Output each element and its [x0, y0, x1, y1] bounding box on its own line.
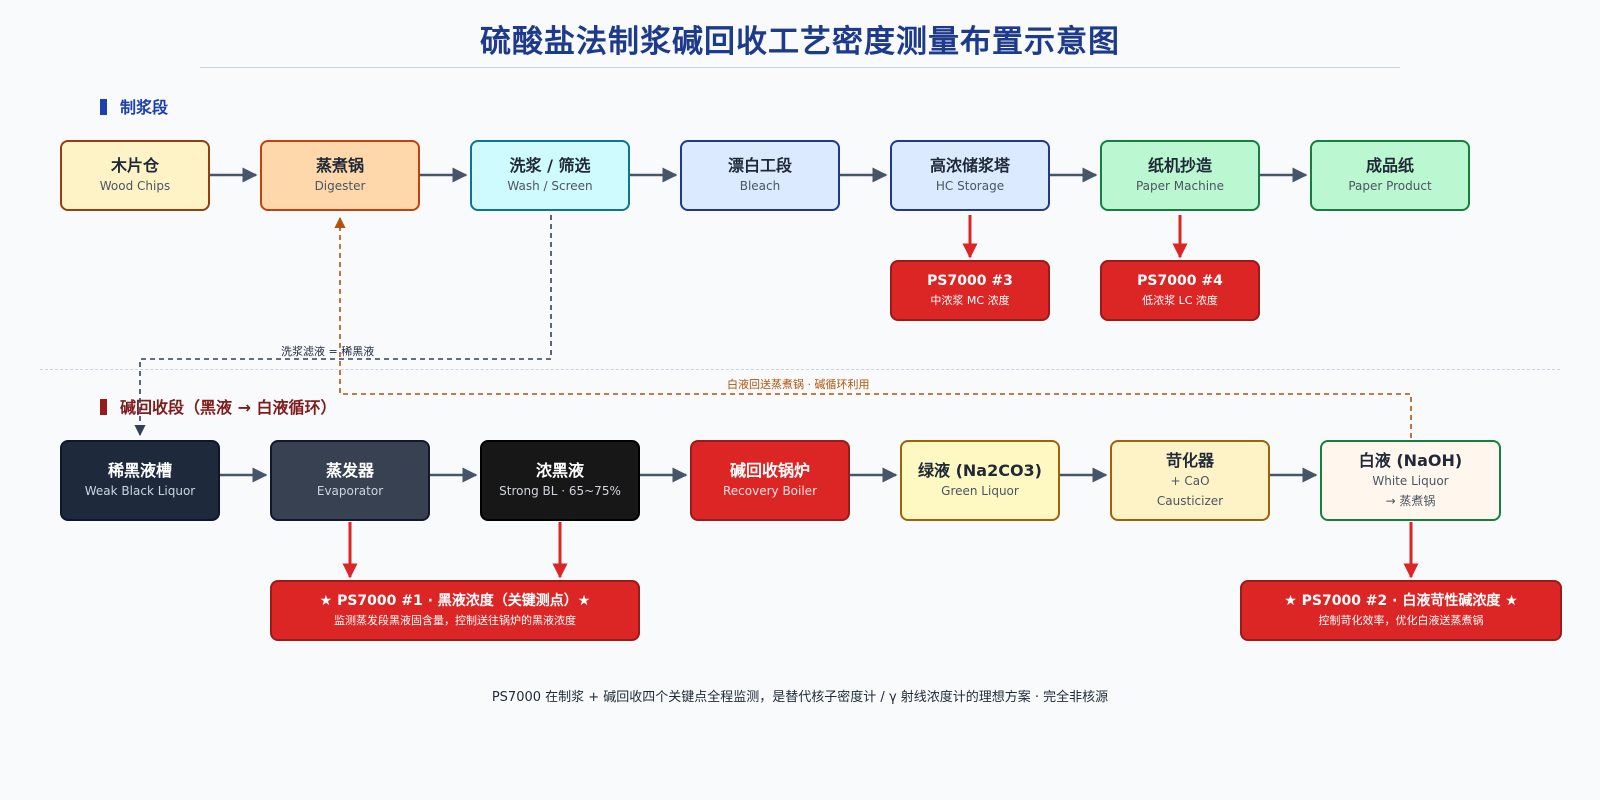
node-bleach[interactable]: 漂白工段 Bleach	[680, 140, 840, 211]
node-digester[interactable]: 蒸煮锅 Digester	[260, 140, 420, 211]
section-label-pulping: 制浆段	[100, 94, 168, 118]
node-weak-black-liquor[interactable]: 稀黑液槽 Weak Black Liquor	[60, 440, 220, 521]
node-subtitle: + CaO	[1170, 473, 1210, 488]
sensor-subtitle: 控制苛化效率，优化白液送蒸煮锅	[1318, 613, 1484, 627]
node-title: 蒸煮锅	[315, 155, 364, 175]
node-title: 漂白工段	[727, 155, 792, 175]
node-subtitle: White Liquor	[1372, 473, 1449, 488]
node-title: 纸机抄造	[1147, 155, 1212, 175]
node-subtitle: Green Liquor	[941, 483, 1019, 498]
filtrate-label: 洗浆滤液 = 稀黑液	[281, 345, 375, 358]
node-title: 洗浆 / 筛选	[509, 155, 591, 175]
node-subtitle: Digester	[314, 178, 366, 193]
node-title: 绿液 (Na2CO3)	[918, 460, 1042, 480]
node-causticizer[interactable]: 苛化器 + CaO Causticizer	[1110, 440, 1270, 521]
footer-note: PS7000 在制浆 + 碱回收四个关键点全程监测，是替代核子密度计 / γ 射…	[491, 690, 1109, 705]
section-label-recovery: 碱回收段（黑液 → 白液循环）	[100, 394, 337, 418]
node-title: 成品纸	[1365, 155, 1414, 175]
node-title: 白液 (NaOH)	[1358, 450, 1463, 470]
node-title: 碱回收锅炉	[729, 460, 810, 480]
node-green-liquor[interactable]: 绿液 (Na2CO3) Green Liquor	[900, 440, 1060, 521]
node-wash-screen[interactable]: 洗浆 / 筛选 Wash / Screen	[470, 140, 630, 211]
filtrate-line	[134, 215, 552, 437]
node-title: 苛化器	[1165, 450, 1214, 470]
node-subtitle: Strong BL · 65~75%	[499, 483, 621, 498]
node-subtitle: Evaporator	[316, 483, 384, 498]
sensor-subtitle: 中浓浆 MC 浓度	[930, 293, 1010, 307]
section-title-pulping: 制浆段	[120, 98, 169, 117]
node-subtitle-2: → 蒸煮锅	[1385, 493, 1436, 508]
node-white-liquor[interactable]: 白液 (NaOH) White Liquor → 蒸煮锅	[1320, 440, 1501, 521]
sensor-title: ★ PS7000 #1 · 黑液浓度（关键测点）★	[319, 592, 591, 609]
sensor-ps7000-2[interactable]: ★ PS7000 #2 · 白液苛性碱浓度 ★ 控制苛化效率，优化白液送蒸煮锅	[1240, 580, 1562, 641]
node-title: 浓黑液	[535, 460, 584, 480]
node-subtitle: HC Storage	[935, 178, 1005, 193]
node-subtitle: Recovery Boiler	[722, 483, 817, 498]
node-subtitle: Wash / Screen	[507, 178, 593, 193]
section-marker	[100, 399, 107, 415]
node-strong-black-liquor[interactable]: 浓黑液 Strong BL · 65~75%	[480, 440, 640, 521]
node-title: 高浓储浆塔	[929, 155, 1010, 175]
node-recovery-boiler[interactable]: 碱回收锅炉 Recovery Boiler	[690, 440, 850, 521]
sensor-ps7000-3[interactable]: PS7000 #3 中浓浆 MC 浓度	[890, 260, 1050, 321]
page-title: 硫酸盐法制浆碱回收工艺密度测量布置示意图	[480, 24, 1120, 60]
white-liquor-return-label: 白液回送蒸煮锅 · 碱循环利用	[727, 378, 870, 391]
section-divider	[40, 369, 1560, 370]
sensor-title: PS7000 #4	[1137, 272, 1223, 289]
sensor-subtitle: 监测蒸发段黑液固含量，控制送往锅炉的黑液浓度	[334, 613, 576, 627]
section-title-recovery: 碱回收段（黑液 → 白液循环）	[120, 398, 337, 417]
node-evaporator[interactable]: 蒸发器 Evaporator	[270, 440, 430, 521]
sensor-title: ★ PS7000 #2 · 白液苛性碱浓度 ★	[1284, 592, 1518, 609]
node-subtitle: Paper Machine	[1135, 178, 1225, 193]
node-hc-storage[interactable]: 高浓储浆塔 HC Storage	[890, 140, 1050, 211]
sensor-subtitle: 低浓浆 LC 浓度	[1142, 293, 1218, 307]
section-marker	[100, 99, 107, 115]
white-liquor-return-line	[334, 216, 1412, 438]
node-title: 稀黑液槽	[107, 460, 172, 480]
node-paper-product[interactable]: 成品纸 Paper Product	[1310, 140, 1470, 211]
node-subtitle-2: Causticizer	[1156, 493, 1224, 508]
node-paper-machine[interactable]: 纸机抄造 Paper Machine	[1100, 140, 1260, 211]
sensor-ps7000-1[interactable]: ★ PS7000 #1 · 黑液浓度（关键测点）★ 监测蒸发段黑液固含量，控制送…	[270, 580, 640, 641]
node-subtitle: Weak Black Liquor	[84, 483, 196, 498]
node-subtitle: Wood Chips	[99, 178, 171, 193]
sensor-title: PS7000 #3	[927, 272, 1013, 289]
node-title: 木片仓	[110, 155, 159, 175]
node-title: 蒸发器	[325, 460, 374, 480]
node-subtitle: Bleach	[739, 178, 781, 193]
title-divider	[200, 67, 1400, 68]
sensor-ps7000-4[interactable]: PS7000 #4 低浓浆 LC 浓度	[1100, 260, 1260, 321]
node-wood-chips[interactable]: 木片仓 Wood Chips	[60, 140, 210, 211]
node-subtitle: Paper Product	[1348, 178, 1432, 193]
